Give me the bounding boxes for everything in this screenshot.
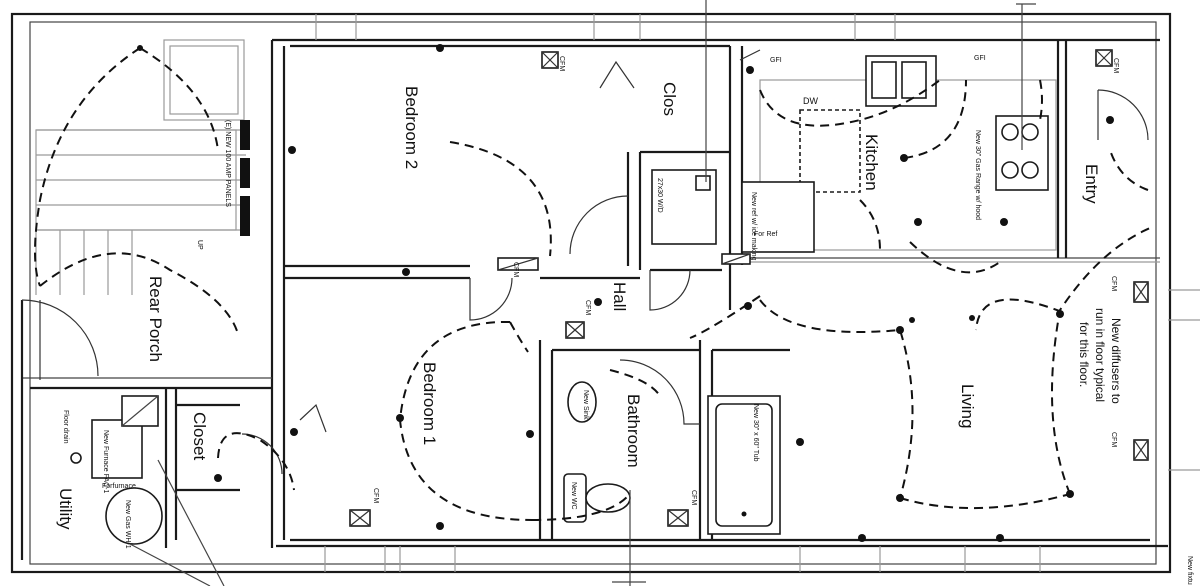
utility-fixtures: New Furnace FAC-1 Forfurnace New Gas WH-… [62, 395, 163, 549]
exterior-walls [10, 12, 1200, 574]
diffuser-note: New diffusers to run in floor typical fo… [1077, 308, 1193, 585]
refrigerator-label: New ref w/ ice making [750, 192, 757, 261]
doors [21, 49, 1149, 475]
circuit-runs [34, 47, 1151, 521]
cfm-label-6: CFM [1110, 276, 1117, 291]
floor-drain-label: Floor drain [62, 410, 69, 444]
forfurnace-label: Forfurnace [102, 483, 136, 490]
stair-up-label: UP [196, 240, 203, 250]
room-label-bedroom2: Bedroom 2 [402, 86, 421, 169]
electrical-panel: (E) NEW 100 AMP PANELS UP [196, 120, 250, 250]
panel-label: (E) NEW 100 AMP PANELS [224, 120, 231, 207]
cfm-label-1: CFM [558, 56, 565, 71]
room-label-bedroom1: Bedroom 1 [420, 362, 439, 445]
cfm-label-7: CFM [1110, 432, 1117, 447]
note-line-1: New diffusers to [1109, 318, 1123, 404]
note-line-3: for this floor. [1077, 322, 1091, 387]
room-label-utility: Utility [56, 488, 75, 530]
cfm-label-2: CFM [1112, 58, 1119, 73]
kitchen-fixtures: DW New ref w/ ice making For Ref New 30"… [741, 55, 1057, 261]
gfi-label-kitchen: GFI [770, 57, 782, 64]
bathroom-fixtures: New 30" x 60" Tub New Sink New WC [563, 381, 781, 535]
cfm-label-4: CFM [372, 488, 379, 503]
cfm-label-8: CFM [512, 262, 519, 277]
washer-dryer: 27x30 W/D [651, 169, 717, 245]
sink-label: New Sink [582, 390, 589, 420]
cfm-label-3: CFM [584, 300, 591, 315]
stairs [35, 39, 246, 295]
water-heater-label: New Gas WH-1 [124, 500, 131, 549]
room-label-rear-porch: Rear Porch [146, 276, 165, 362]
room-label-bathroom: Bathroom [624, 394, 643, 468]
room-label-hall: Hall [610, 282, 629, 311]
furnace-label: New Furnace FAC-1 [102, 430, 109, 494]
room-label-entry: Entry [1082, 164, 1101, 204]
room-labels: Bedroom 2 Clos Kitchen Entry Hall Bedroo… [56, 82, 1101, 530]
gas-range-label: New 30" Gas Range w/ hood [974, 130, 981, 220]
interior-walls [20, 40, 1160, 560]
riser-lines [129, 0, 1036, 586]
fixture-dots [137, 44, 1114, 542]
room-label-clos: Clos [660, 82, 679, 116]
for-ref-label: For Ref [754, 231, 777, 238]
room-label-kitchen: Kitchen [862, 134, 881, 191]
gfi-label-kitchen-right: GFI [974, 55, 986, 62]
dishwasher-label: DW [803, 96, 818, 106]
edge-note: New fixtu [1186, 556, 1193, 585]
room-label-living: Living [958, 384, 977, 428]
cfm-label-5: CFM [690, 490, 697, 505]
note-line-2: run in floor typical [1093, 308, 1107, 402]
diffusers: CFM CFM CFM CFM CFM CFM CFM CFM [349, 49, 1149, 527]
tub-label: New 30" x 60" Tub [752, 404, 759, 462]
washer-dryer-label: 27x30 W/D [656, 178, 663, 213]
toilet-label: New WC [570, 482, 577, 510]
room-label-closet: Closet [190, 412, 209, 460]
